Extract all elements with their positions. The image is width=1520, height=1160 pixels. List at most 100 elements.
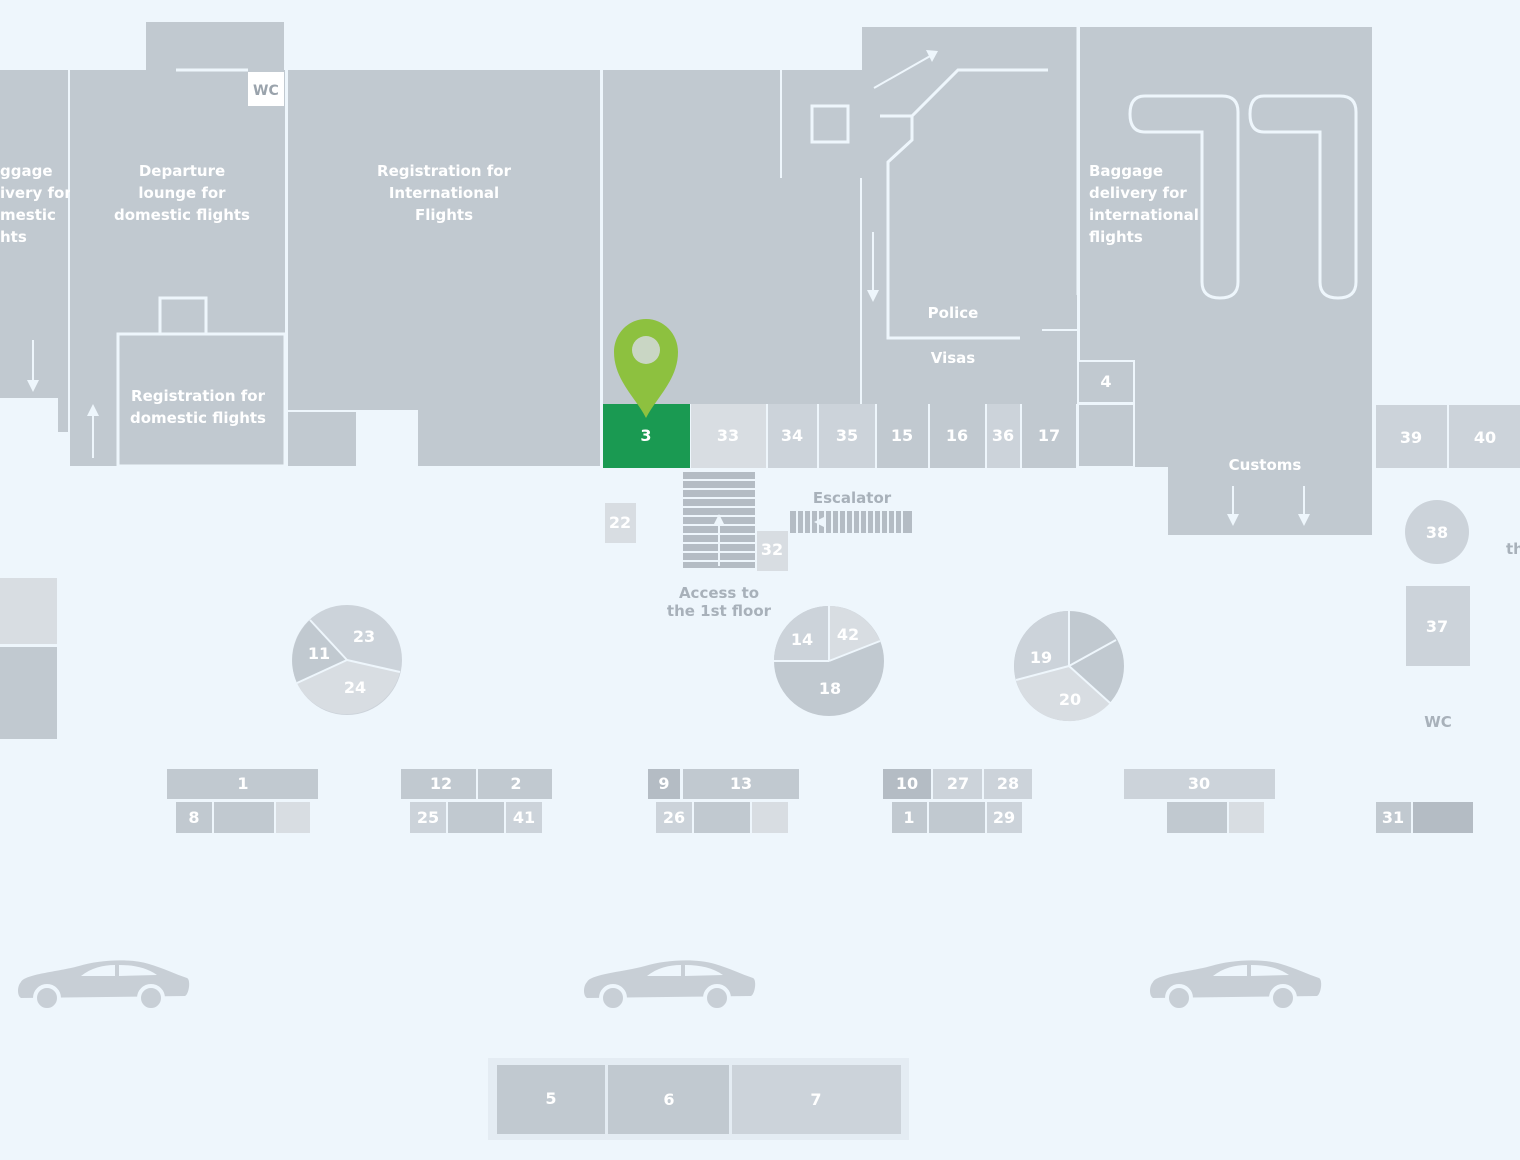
baggage-international-line4: flights xyxy=(1089,228,1143,246)
down-arrow-icon xyxy=(867,232,879,302)
svg-text:37: 37 xyxy=(1426,617,1448,636)
svg-text:25: 25 xyxy=(417,808,439,827)
counter-4[interactable]: 4 xyxy=(1077,360,1135,468)
svg-text:17: 17 xyxy=(1038,426,1060,445)
police-label: Police xyxy=(928,304,979,322)
counter-15[interactable]: 15 xyxy=(877,404,928,468)
access-1st-floor-line2: the 1st floor xyxy=(667,602,772,620)
block-6[interactable]: 6 xyxy=(608,1065,729,1134)
svg-text:2: 2 xyxy=(510,774,521,793)
stall-group-5[interactable]: 30 xyxy=(1124,769,1275,833)
svg-text:22: 22 xyxy=(609,513,631,532)
counter-35[interactable]: 35 xyxy=(819,404,875,468)
svg-text:11: 11 xyxy=(308,644,330,663)
registration-international-line2: International xyxy=(389,184,499,202)
registration-international-zone[interactable]: Registration for International Flights xyxy=(288,70,600,466)
departure-lounge-line1: Departure xyxy=(139,162,225,180)
svg-text:12: 12 xyxy=(430,774,452,793)
edge-right-label: th xyxy=(1506,540,1520,558)
svg-text:28: 28 xyxy=(997,774,1019,793)
location-pin-icon[interactable] xyxy=(614,319,678,418)
block-7[interactable]: 7 xyxy=(732,1065,901,1134)
svg-text:38: 38 xyxy=(1426,523,1448,542)
svg-text:23: 23 xyxy=(353,627,375,646)
svg-text:1: 1 xyxy=(237,774,248,793)
svg-text:35: 35 xyxy=(836,426,858,445)
car-icon xyxy=(18,960,190,1012)
check-in-counters: 3 33 34 35 15 16 36 17 xyxy=(603,404,1076,468)
svg-text:14: 14 xyxy=(791,630,813,649)
escalator-label: Escalator xyxy=(813,489,892,507)
seating-area-3[interactable]: 19 20 xyxy=(1014,611,1124,722)
car-icon xyxy=(584,960,756,1012)
left-edge-block xyxy=(0,647,57,739)
svg-text:19: 19 xyxy=(1030,648,1052,667)
counter-17[interactable]: 17 xyxy=(1022,404,1076,468)
svg-text:42: 42 xyxy=(837,625,859,644)
counter-39[interactable]: 39 xyxy=(1376,405,1447,468)
svg-text:32: 32 xyxy=(761,540,783,559)
svg-text:16: 16 xyxy=(946,426,968,445)
svg-text:9: 9 xyxy=(658,774,669,793)
kiosk-32[interactable]: 32 xyxy=(757,531,788,571)
stall-group-3[interactable]: 9 13 26 xyxy=(648,769,799,833)
down-arrow-icon xyxy=(1227,486,1239,526)
seating-area-2[interactable]: 14 42 18 xyxy=(774,606,884,716)
stall-group-2[interactable]: 12 2 25 41 xyxy=(401,769,552,833)
departure-lounge-zone[interactable]: WC Departure lounge for domestic flights… xyxy=(70,22,287,468)
escalator[interactable] xyxy=(790,511,912,533)
stairs-to-1st-floor[interactable] xyxy=(683,472,755,568)
stall-group-1[interactable]: 1 8 xyxy=(167,769,318,833)
svg-text:26: 26 xyxy=(663,808,685,827)
down-arrow-icon xyxy=(27,340,39,392)
counter-40[interactable]: 40 xyxy=(1449,405,1520,468)
baggage-international-line3: international xyxy=(1089,206,1199,224)
svg-text:4: 4 xyxy=(1100,372,1111,391)
car-icon xyxy=(1150,960,1322,1012)
departure-lounge-line3: domestic flights xyxy=(114,206,250,224)
svg-text:41: 41 xyxy=(513,808,535,827)
svg-text:36: 36 xyxy=(992,426,1014,445)
baggage-domestic-line3: mestic xyxy=(0,206,56,224)
diagonal-arrow-icon xyxy=(873,50,938,89)
counter-36[interactable]: 36 xyxy=(987,404,1020,468)
registration-domestic-line2: domestic flights xyxy=(130,409,266,427)
counter-34[interactable]: 34 xyxy=(768,404,817,468)
svg-text:30: 30 xyxy=(1188,774,1210,793)
stall-group-6[interactable]: 31 xyxy=(1376,802,1473,833)
left-edge-block xyxy=(0,578,57,644)
counter-16[interactable]: 16 xyxy=(930,404,985,468)
svg-text:27: 27 xyxy=(947,774,969,793)
baggage-domestic-zone[interactable]: ggage ivery for mestic hts xyxy=(0,70,72,432)
departure-lounge-line2: lounge for xyxy=(138,184,226,202)
svg-text:6: 6 xyxy=(663,1090,674,1109)
svg-text:34: 34 xyxy=(781,426,803,445)
kiosk-37[interactable]: 37 xyxy=(1406,586,1470,666)
registration-international-line3: Flights xyxy=(415,206,473,224)
seating-area-1[interactable]: 11 23 24 xyxy=(292,605,402,715)
stall-group-4[interactable]: 10 27 28 1 29 xyxy=(883,769,1032,833)
baggage-domestic-line1: ggage xyxy=(0,162,53,180)
registration-international-line1: Registration for xyxy=(377,162,512,180)
svg-text:13: 13 xyxy=(730,774,752,793)
counter-33[interactable]: 33 xyxy=(691,404,766,468)
down-arrow-icon xyxy=(1298,486,1310,526)
baggage-international-line1: Baggage xyxy=(1089,162,1163,180)
baggage-international-line2: delivery for xyxy=(1089,184,1187,202)
svg-text:7: 7 xyxy=(810,1090,821,1109)
kiosk-38[interactable]: 38 xyxy=(1405,500,1469,564)
svg-text:15: 15 xyxy=(891,426,913,445)
police-visas-zone[interactable]: Police Visas xyxy=(782,27,1114,404)
customs-label: Customs xyxy=(1229,456,1302,474)
svg-text:33: 33 xyxy=(717,426,739,445)
block-5[interactable]: 5 xyxy=(497,1065,605,1134)
wc-right-label: WC xyxy=(1424,713,1452,731)
svg-text:3: 3 xyxy=(640,426,651,445)
svg-text:5: 5 xyxy=(545,1089,556,1108)
registration-domestic-line1: Registration for xyxy=(131,387,266,405)
kiosk-22[interactable]: 22 xyxy=(605,503,636,543)
svg-text:1: 1 xyxy=(903,808,914,827)
svg-text:20: 20 xyxy=(1059,690,1081,709)
svg-text:39: 39 xyxy=(1400,428,1422,447)
visas-label: Visas xyxy=(931,349,976,367)
